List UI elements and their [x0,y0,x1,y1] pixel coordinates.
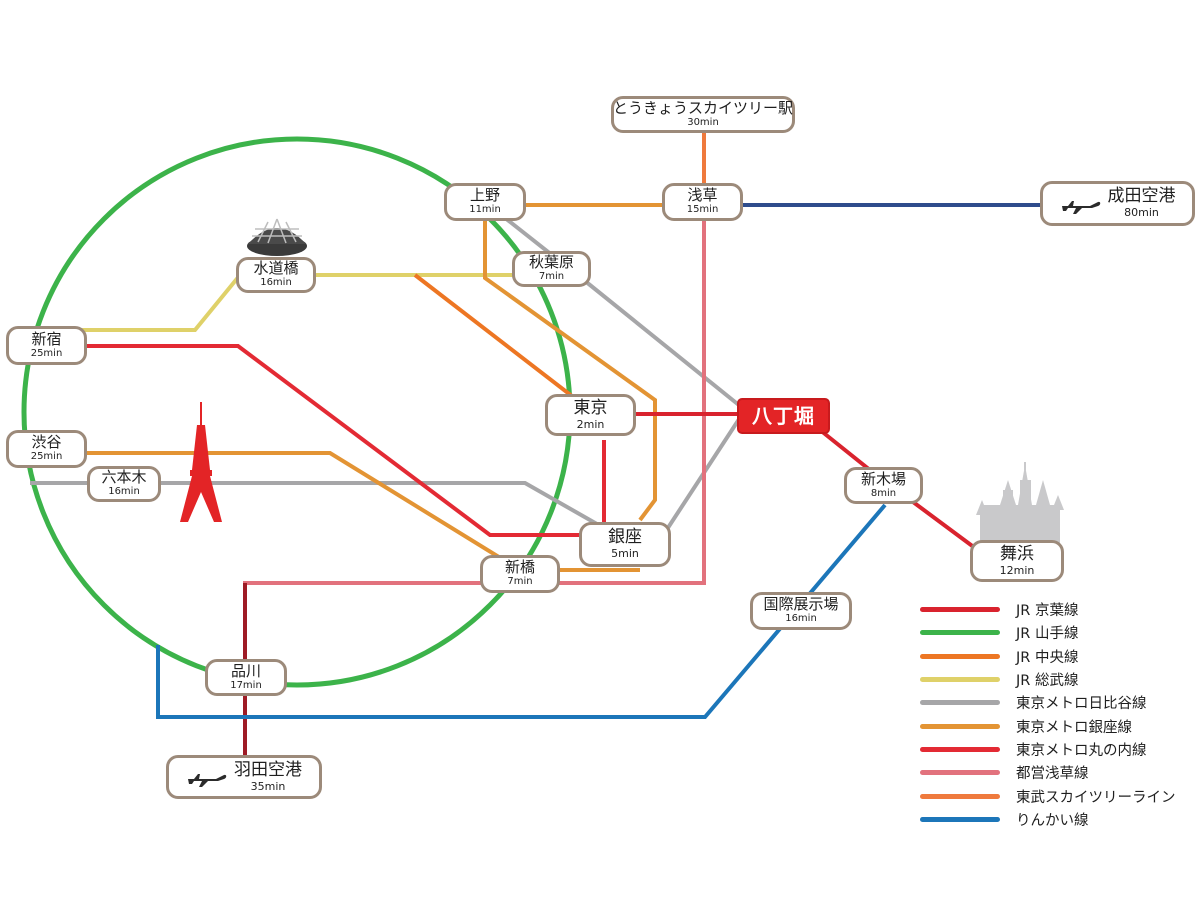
legend-label: 都営浅草線 [1016,766,1089,783]
legend-label: JR 中央線 [1016,649,1079,666]
station-roppongi[interactable]: 六本木 16min [87,466,161,502]
line-jr-chuo [413,273,592,412]
station-time: 15min [686,204,719,216]
station-time: 5min [611,547,639,561]
legend-item: 東武スカイツリーライン [920,784,1190,807]
legend-swatch [920,793,1000,799]
airplane-icon [188,774,227,787]
station-name: 羽田空港 [234,759,302,780]
station-asakusa[interactable]: 浅草 15min [662,183,743,221]
line-jr-sobu [80,273,550,332]
station-maihama[interactable]: 舞浜 12min [970,540,1064,582]
legend-item: JR 中央線 [920,645,1190,668]
station-time: 16min [108,486,140,498]
legend-swatch [920,700,1000,706]
station-name: 秋葉原 [528,253,574,272]
station-name: 水道橋 [253,259,299,278]
station-name: 舞浜 [1000,543,1034,564]
legend-item: 東京メトロ日比谷線 [920,691,1190,714]
stadium-dome-icon [247,218,307,256]
airplane-icon [1061,200,1100,214]
station-name: 東京 [573,397,608,418]
station-time: 35min [250,779,286,793]
legend-label: 東京メトロ丸の内線 [1016,742,1147,759]
station-time: 2min [576,417,605,431]
station-time: 16min [260,277,292,289]
legend-item: 東京メトロ丸の内線 [920,738,1190,761]
station-name: 銀座 [608,527,642,548]
line-toei-asakusa [243,218,706,760]
line-metro-marunouchi [85,344,580,537]
station-name: 新宿 [31,329,62,348]
station-time: 25min [30,451,63,463]
station-ginza[interactable]: 銀座 5min [579,522,671,567]
legend-swatch [920,770,1000,776]
legend-swatch [920,677,1000,683]
legend-swatch [920,607,1000,613]
station-time: 7min [507,576,533,588]
hub-station-name: 八丁堀 [752,403,815,428]
station-shinkiba[interactable]: 新木場 8min [844,467,923,504]
station-time: 8min [870,487,897,499]
station-time: 25min [30,347,63,359]
line-metro-ginza-2 [483,218,657,522]
line-metro-ginza [80,451,640,572]
legend-label: JR 総武線 [1016,673,1079,690]
station-skytree[interactable]: とうきょうスカイツリー駅 30min [611,96,795,133]
station-name: 品川 [230,661,261,680]
tokyo-tower-icon [180,402,222,522]
station-name: 渋谷 [31,433,62,452]
legend-swatch [920,653,1000,659]
legend-item: 東京メトロ銀座線 [920,714,1190,737]
station-shinjuku[interactable]: 新宿 25min [6,326,87,365]
legend-item: 都営浅草線 [920,761,1190,784]
station-name: 六本木 [101,468,147,487]
legend-item: JR 山手線 [920,621,1190,644]
legend-label: JR 山手線 [1016,626,1079,643]
station-narita[interactable]: 成田空港 80min [1040,181,1195,226]
legend: JR 京葉線 JR 山手線 JR 中央線 JR 総武線 東京メトロ日比谷線 東京… [920,598,1190,831]
station-shinagawa[interactable]: 品川 17min [205,659,287,696]
legend-swatch [920,630,1000,636]
station-hatchobori[interactable]: 八丁堀 [737,398,830,434]
station-name: 新橋 [504,558,535,577]
station-suidobashi[interactable]: 水道橋 16min [236,257,316,293]
station-haneda[interactable]: 羽田空港 35min [166,755,322,799]
station-ueno[interactable]: 上野 11min [444,183,526,221]
station-name: 新木場 [860,469,906,488]
station-time: 30min [687,116,719,128]
station-time: 80min [1124,206,1159,220]
legend-swatch [920,746,1000,752]
station-akihabara[interactable]: 秋葉原 7min [512,251,591,287]
legend-item: JR 京葉線 [920,598,1190,621]
legend-label: JR 京葉線 [1016,603,1079,620]
station-shibuya[interactable]: 渋谷 25min [6,430,87,468]
station-name: 国際展示場 [763,595,839,614]
station-name: とうきょうスカイツリー駅 [613,98,794,117]
station-name: 上野 [469,186,500,205]
legend-label: 東京メトロ日比谷線 [1016,696,1147,713]
station-time: 17min [230,679,262,691]
station-name: 浅草 [687,186,718,205]
legend-item: JR 総武線 [920,668,1190,691]
legend-swatch [920,816,1000,822]
station-time: 12min [999,563,1035,577]
station-shinbashi[interactable]: 新橋 7min [480,555,560,593]
castle-icon [976,462,1064,545]
legend-label: りんかい線 [1016,812,1089,829]
legend-item: りんかい線 [920,808,1190,831]
station-time: 7min [538,271,565,283]
station-kokusai-tenjijo[interactable]: 国際展示場 16min [750,592,852,630]
legend-label: 東京メトロ銀座線 [1016,719,1132,736]
station-time: 11min [469,204,501,216]
station-time: 16min [785,613,817,625]
station-tokyo[interactable]: 東京 2min [545,394,636,436]
station-name: 成田空港 [1107,186,1176,207]
legend-swatch [920,723,1000,729]
legend-label: 東武スカイツリーライン [1016,789,1176,806]
